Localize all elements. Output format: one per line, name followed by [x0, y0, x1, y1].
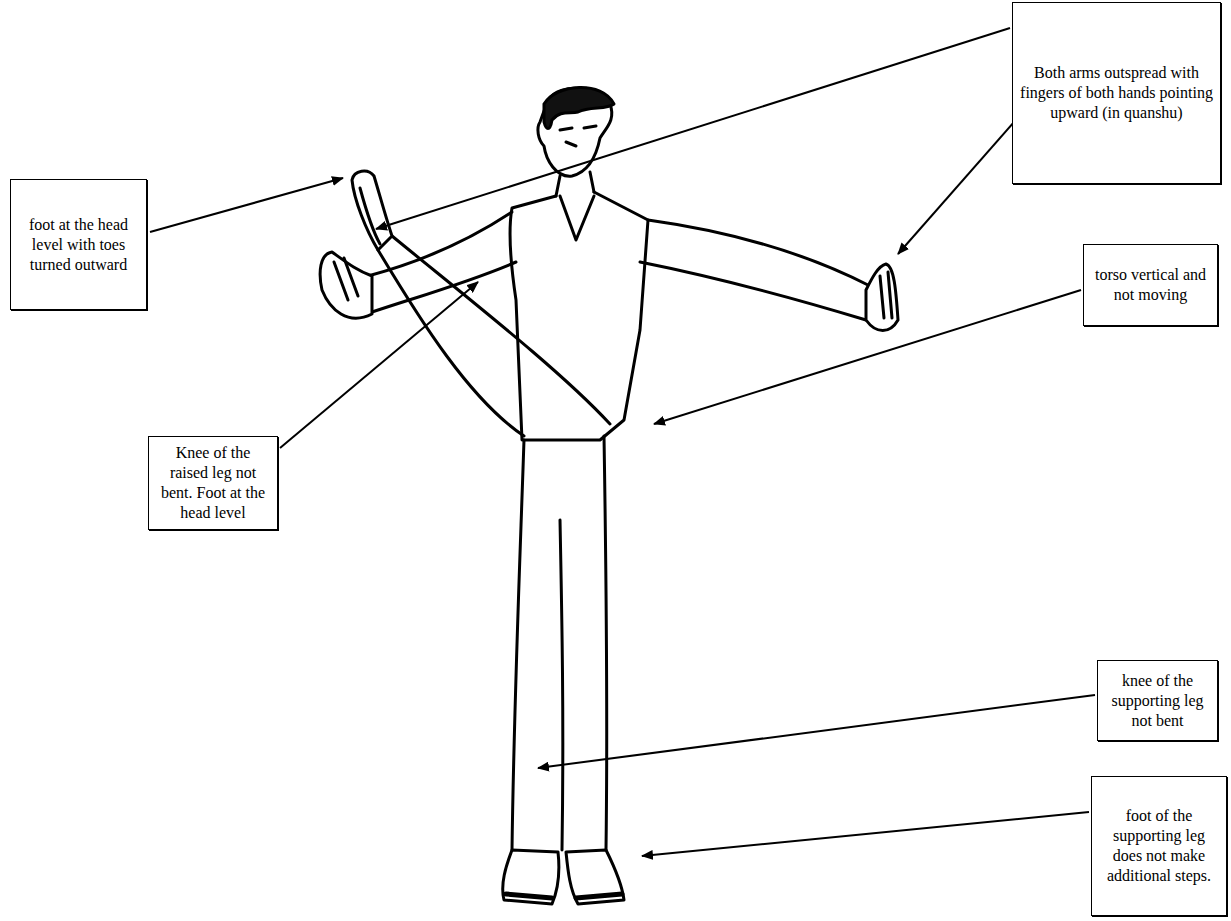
- callout-text: knee of the supporting leg not bent: [1105, 671, 1210, 731]
- callout-box: Both arms outspread with fingers of both…: [1012, 2, 1221, 184]
- leader-line: [280, 282, 478, 448]
- callout-box: knee of the supporting leg not bent: [1097, 660, 1218, 741]
- callout-box: torso vertical and not moving: [1083, 244, 1218, 326]
- callout-box: Knee of the raised leg not bent. Foot at…: [148, 436, 278, 530]
- callout-text: torso vertical and not moving: [1091, 265, 1210, 305]
- leader-line: [642, 812, 1089, 856]
- leader-lines: [150, 28, 1095, 856]
- callout-box: foot of the supporting leg does not make…: [1091, 776, 1227, 916]
- leader-line: [538, 695, 1095, 768]
- leader-line: [376, 28, 1010, 229]
- leader-line: [150, 178, 343, 232]
- callout-text: foot at the head level with toes turned …: [18, 215, 139, 275]
- callout-text: Knee of the raised leg not bent. Foot at…: [156, 443, 270, 523]
- leader-line: [654, 290, 1081, 424]
- figure-lines: [320, 87, 898, 904]
- callout-box: foot at the head level with toes turned …: [10, 179, 147, 310]
- callout-text: foot of the supporting leg does not make…: [1099, 806, 1219, 886]
- callout-text: Both arms outspread with fingers of both…: [1020, 63, 1213, 123]
